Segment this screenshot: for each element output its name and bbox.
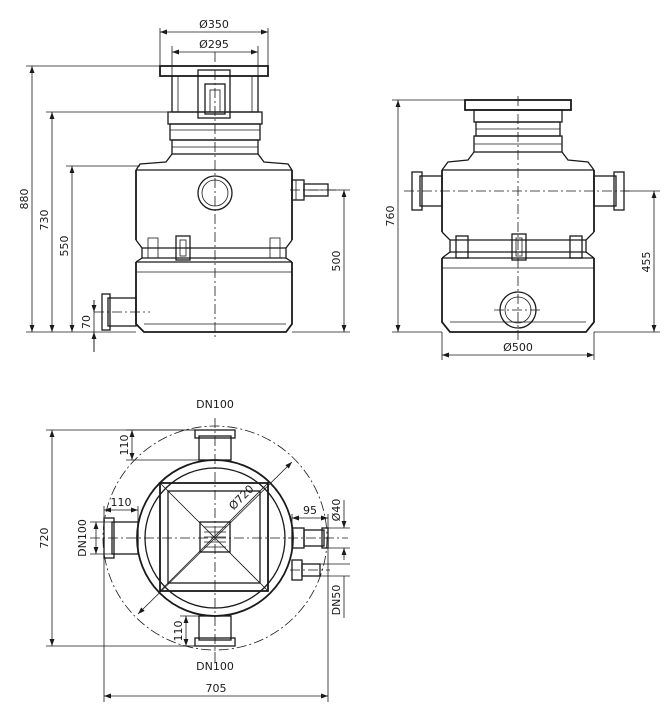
side-view: Ø350 Ø295 880 730 550 70 500 <box>18 18 350 352</box>
dim-h550: 550 <box>58 236 71 257</box>
dim-h455: 455 <box>640 252 653 273</box>
label-dn100-left: DN100 <box>76 519 89 557</box>
front-view: 760 455 Ø500 <box>384 96 660 360</box>
dim-h500: 500 <box>330 251 343 272</box>
label-dn100-bottom: DN100 <box>196 660 234 673</box>
dim-w705: 705 <box>206 682 227 695</box>
label-dn50: DN50 <box>330 585 343 616</box>
dim-d40: Ø40 <box>330 499 343 522</box>
dim-d500: Ø500 <box>503 341 533 354</box>
dim-110-top: 110 <box>118 435 131 456</box>
dim-d295: Ø295 <box>199 38 229 51</box>
dim-110-left: 110 <box>111 496 132 509</box>
dim-110-bottom: 110 <box>172 621 185 642</box>
dim-h880: 880 <box>18 189 31 210</box>
dim-95: 95 <box>303 504 317 517</box>
top-view: Ø720 DN100 DN100 DN100 110 110 110 95 <box>38 398 350 702</box>
label-dn100-top: DN100 <box>196 398 234 411</box>
dim-d350: Ø350 <box>199 18 229 31</box>
dim-h720: 720 <box>38 528 51 549</box>
dim-h760: 760 <box>384 206 397 227</box>
dim-h70: 70 <box>80 315 93 329</box>
dim-d720-diagonal: Ø720 <box>226 482 256 512</box>
dim-h730: 730 <box>38 210 51 231</box>
